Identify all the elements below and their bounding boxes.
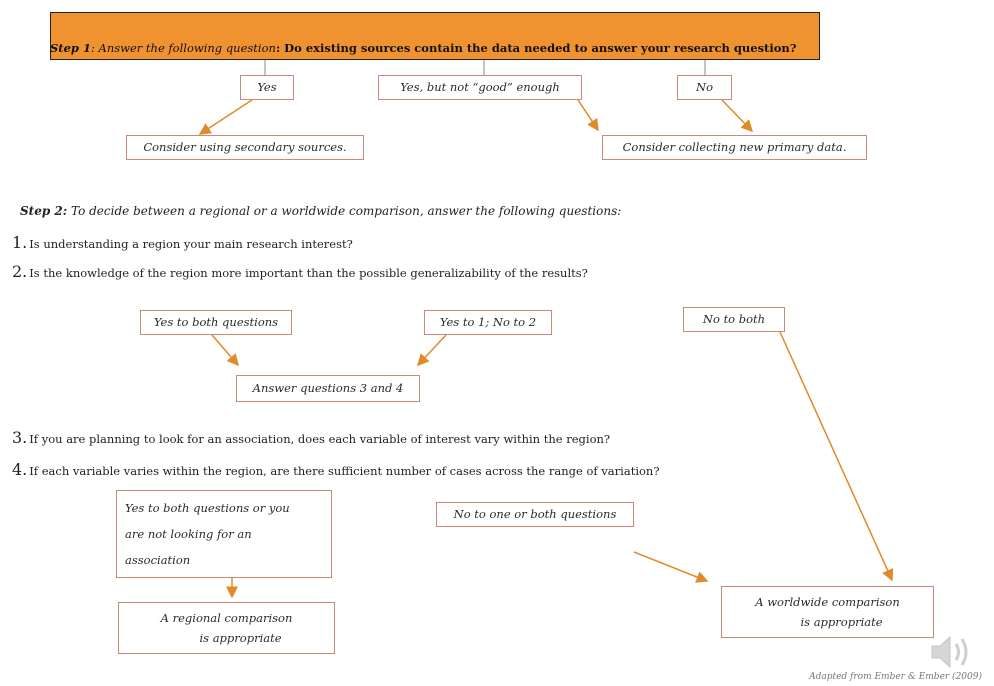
step1-instruction: : Answer the following question — [90, 41, 276, 55]
question-2-number: 2. — [12, 262, 28, 281]
step1-label: Step 1 — [50, 41, 91, 55]
arrow-no-to-worldwide — [633, 551, 709, 583]
regional-comparison-box: A regional comparison is appropriate — [118, 602, 335, 654]
credit-text: Adapted from Ember & Ember (2009) — [809, 672, 982, 682]
option-no: No — [677, 75, 732, 100]
yes-both-line3: association — [125, 553, 191, 567]
arrow-yes-to-secondary — [198, 99, 253, 135]
step1-question: Step 1: Answer the following question: D… — [50, 40, 840, 57]
regional-line1: A regional comparison — [160, 611, 293, 625]
option-yes-both-or-not-looking: Yes to both questions or you are not loo… — [116, 490, 332, 578]
option-yes-both: Yes to both questions — [140, 310, 292, 335]
option-yes1-no2-label: Yes to 1; No to 2 — [439, 314, 537, 329]
outcome-secondary-sources: Consider using secondary sources. — [126, 135, 364, 160]
question-4: 4.If each variable varies within the reg… — [12, 460, 660, 479]
step2-text: To decide between a regional or a worldw… — [67, 204, 622, 218]
speaker-icon[interactable] — [928, 632, 978, 672]
option-no-both: No to both — [683, 307, 785, 332]
arrow-no-both-to-worldwide — [779, 331, 894, 582]
question-4-text: If each variable varies within the regio… — [29, 464, 660, 478]
option-no-both-label: No to both — [702, 311, 766, 326]
step1-header-bar — [50, 12, 820, 60]
question-1-text: Is understanding a region your main rese… — [29, 237, 353, 251]
yes-both-line2: are not looking for an — [125, 527, 252, 541]
option-yes-not-good: Yes, but not “good” enough — [378, 75, 582, 100]
option-yes-label: Yes — [257, 79, 277, 94]
worldwide-line1: A worldwide comparison — [755, 595, 900, 609]
option-no-label: No — [696, 79, 713, 94]
option-yes: Yes — [240, 75, 294, 100]
question-1-number: 1. — [12, 233, 28, 252]
arrow-yes-not-good-to-primary — [577, 99, 599, 132]
question-2: 2.Is the knowledge of the region more im… — [12, 262, 588, 281]
option-no-one-or-both: No to one or both questions — [436, 502, 634, 527]
answer-questions-3-4: Answer questions 3 and 4 — [236, 375, 420, 402]
question-3: 3.If you are planning to look for an ass… — [12, 428, 610, 447]
answer-questions-label: Answer questions 3 and 4 — [252, 380, 404, 395]
worldwide-comparison-box: A worldwide comparison is appropriate — [721, 586, 934, 638]
step1-question-text: : Do existing sources contain the data n… — [275, 41, 797, 55]
question-2-text: Is the knowledge of the region more impo… — [29, 266, 588, 280]
question-1: 1.Is understanding a region your main re… — [12, 233, 353, 252]
option-yes1-no2: Yes to 1; No to 2 — [424, 310, 552, 335]
regional-line2: is appropriate — [199, 631, 282, 645]
question-4-number: 4. — [12, 460, 28, 479]
step2-label: Step 2: — [20, 204, 68, 218]
option-no-one-or-both-label: No to one or both questions — [453, 506, 617, 521]
arrow-yes1no2-to-answer — [416, 334, 447, 367]
option-yes-both-label: Yes to both questions — [153, 314, 279, 329]
outcome-primary-label: Consider collecting new primary data. — [622, 139, 847, 154]
step2-heading: Step 2: To decide between a regional or … — [20, 204, 621, 218]
option-yes-not-good-label: Yes, but not “good” enough — [400, 79, 560, 94]
arrow-no-to-primary — [721, 99, 754, 133]
worldwide-line2: is appropriate — [800, 615, 883, 629]
outcome-primary-data: Consider collecting new primary data. — [602, 135, 867, 160]
outcome-secondary-label: Consider using secondary sources. — [143, 139, 347, 154]
question-3-number: 3. — [12, 428, 28, 447]
arrow-yes-both-to-answer — [211, 334, 239, 367]
yes-both-line1: Yes to both questions or you — [125, 501, 290, 515]
question-3-text: If you are planning to look for an assoc… — [29, 432, 611, 446]
